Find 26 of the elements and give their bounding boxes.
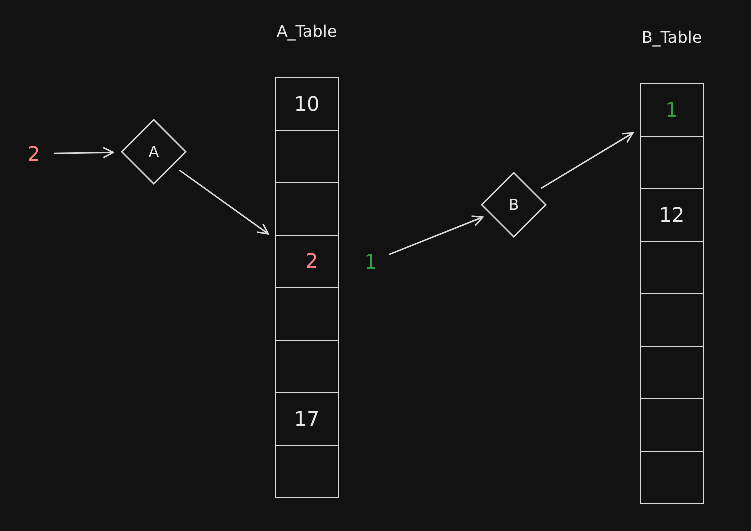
- table-cell: 12: [640, 189, 704, 242]
- key-value: 1: [360, 248, 382, 276]
- table-cell: [275, 446, 339, 498]
- table-cell: 1: [640, 83, 704, 136]
- table-cell: [640, 294, 704, 346]
- hash-function-diamond: A: [121, 119, 187, 185]
- table-cell: [640, 346, 704, 399]
- hash-function-diamond: B: [481, 172, 547, 238]
- table-cell: [640, 452, 704, 504]
- table-cell: [275, 130, 339, 183]
- table-title: B_Table: [642, 28, 702, 47]
- table-cell: [640, 242, 704, 294]
- table-title: A_Table: [276, 22, 338, 41]
- arrow: [179, 170, 270, 235]
- table-cell: 2: [275, 236, 339, 288]
- table-cell: 10: [275, 77, 339, 130]
- table-cell: [640, 136, 704, 189]
- arrow: [389, 216, 484, 256]
- table-cell: [275, 183, 339, 236]
- arrow: [541, 132, 634, 190]
- arrow: [54, 147, 114, 159]
- table-cell: [275, 340, 339, 393]
- table-cell: 17: [275, 393, 339, 446]
- key-value: 2: [22, 140, 46, 168]
- table-cell: [275, 288, 339, 340]
- table-cell: [640, 399, 704, 452]
